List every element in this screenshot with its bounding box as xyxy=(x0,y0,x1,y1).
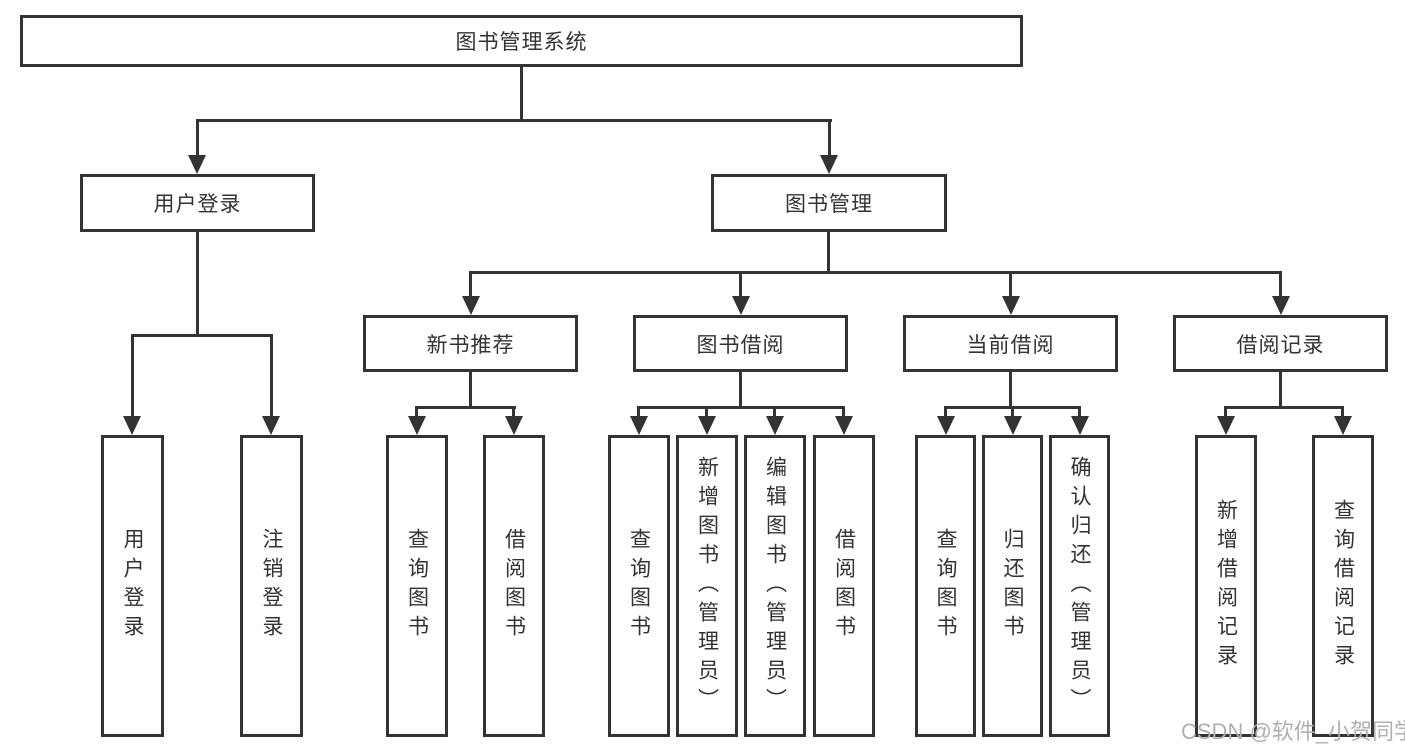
arrowhead-leaf-logout xyxy=(262,416,280,435)
connector-drop-return-book xyxy=(1011,406,1014,419)
arrowhead-edit-book xyxy=(766,416,784,435)
connector-drop-new-book xyxy=(469,271,472,298)
connector-drop-book-borrowing xyxy=(739,271,742,298)
arrowhead-user-login xyxy=(188,155,206,174)
connector-drop-borrow-book xyxy=(842,406,845,419)
arrowhead-current-borrowing xyxy=(1002,296,1020,315)
connector-drop-user-login xyxy=(196,119,199,157)
leaf-borrow-books: 借阅图书 xyxy=(813,435,875,737)
arrowhead-leaf-user-login xyxy=(123,416,141,435)
leaf-logout: 注销登录 xyxy=(240,435,303,737)
connector-user-login-hline xyxy=(131,334,273,337)
connector-drop-add-book xyxy=(705,406,708,419)
arrowhead-query-record xyxy=(1334,416,1352,435)
connector-drop-leaf-user-login xyxy=(131,334,134,418)
node-borrowing-records: 借阅记录 xyxy=(1173,315,1388,372)
arrowhead-book-borrowing xyxy=(732,296,750,315)
connector-borrowing-records-hline xyxy=(1224,406,1344,409)
leaf-recommend-query-books: 查询图书 xyxy=(386,435,448,737)
watermark-text: CSDN @软件_小贺同学 xyxy=(1181,719,1405,744)
arrowhead-borrowing-query xyxy=(630,416,648,435)
leaf-confirm-return-admin: 确认归还（管理员） xyxy=(1049,435,1110,737)
connector-book-borrowing-hline xyxy=(637,406,845,409)
arrowhead-recommend-query xyxy=(408,416,426,435)
arrowhead-borrowing-records xyxy=(1272,296,1290,315)
arrowhead-add-book xyxy=(698,416,716,435)
connector-new-book-stem xyxy=(469,372,472,407)
connector-level1-hline xyxy=(196,119,832,122)
node-new-book-recommendation: 新书推荐 xyxy=(363,315,578,372)
arrowhead-add-record xyxy=(1217,416,1235,435)
connector-drop-add-record xyxy=(1224,406,1227,419)
node-current-borrowing: 当前借阅 xyxy=(903,315,1118,372)
arrowhead-confirm-return xyxy=(1071,416,1089,435)
arrowhead-return-book xyxy=(1004,416,1022,435)
connector-drop-recommend-query xyxy=(415,406,418,419)
connector-drop-recommend-borrow xyxy=(512,406,515,419)
leaf-add-book-admin: 新增图书（管理员） xyxy=(676,435,738,737)
node-root: 图书管理系统 xyxy=(20,15,1023,67)
leaf-current-query-books: 查询图书 xyxy=(915,435,976,737)
connector-drop-edit-book xyxy=(773,406,776,419)
arrowhead-current-query xyxy=(937,416,955,435)
node-user-login: 用户登录 xyxy=(80,174,315,232)
leaf-add-borrow-record: 新增借阅记录 xyxy=(1195,435,1257,737)
arrowhead-book-management xyxy=(820,155,838,174)
connector-current-borrowing-stem xyxy=(1009,372,1012,407)
connector-new-book-hline xyxy=(415,406,516,409)
connector-drop-confirm-return xyxy=(1078,406,1081,419)
node-book-management: 图书管理 xyxy=(711,174,947,232)
connector-drop-borrowing-records xyxy=(1279,271,1282,298)
node-book-borrowing: 图书借阅 xyxy=(633,315,848,372)
connector-book-borrowing-stem xyxy=(739,372,742,407)
connector-drop-leaf-logout xyxy=(270,334,273,418)
arrowhead-borrow-book xyxy=(835,416,853,435)
connector-root-stem xyxy=(520,67,523,120)
connector-drop-current-borrowing xyxy=(1009,271,1012,298)
connector-user-login-stem xyxy=(196,232,199,335)
connector-drop-current-query xyxy=(944,406,947,419)
arrowhead-recommend-borrow xyxy=(505,416,523,435)
leaf-edit-book-admin: 编辑图书（管理员） xyxy=(744,435,806,737)
connector-borrowing-records-stem xyxy=(1279,372,1282,407)
connector-drop-book-management xyxy=(828,119,831,157)
leaf-query-borrow-record: 查询借阅记录 xyxy=(1312,435,1374,737)
leaf-recommend-borrow-books: 借阅图书 xyxy=(483,435,545,737)
leaf-borrowing-query-books: 查询图书 xyxy=(608,435,670,737)
connector-drop-query-record xyxy=(1341,406,1344,419)
leaf-user-login: 用户登录 xyxy=(101,435,164,737)
connector-groups-hline xyxy=(469,271,1282,274)
leaf-return-books: 归还图书 xyxy=(982,435,1043,737)
arrowhead-new-book xyxy=(462,296,480,315)
connector-drop-borrowing-query xyxy=(637,406,640,419)
connector-book-management-stem xyxy=(827,232,830,273)
